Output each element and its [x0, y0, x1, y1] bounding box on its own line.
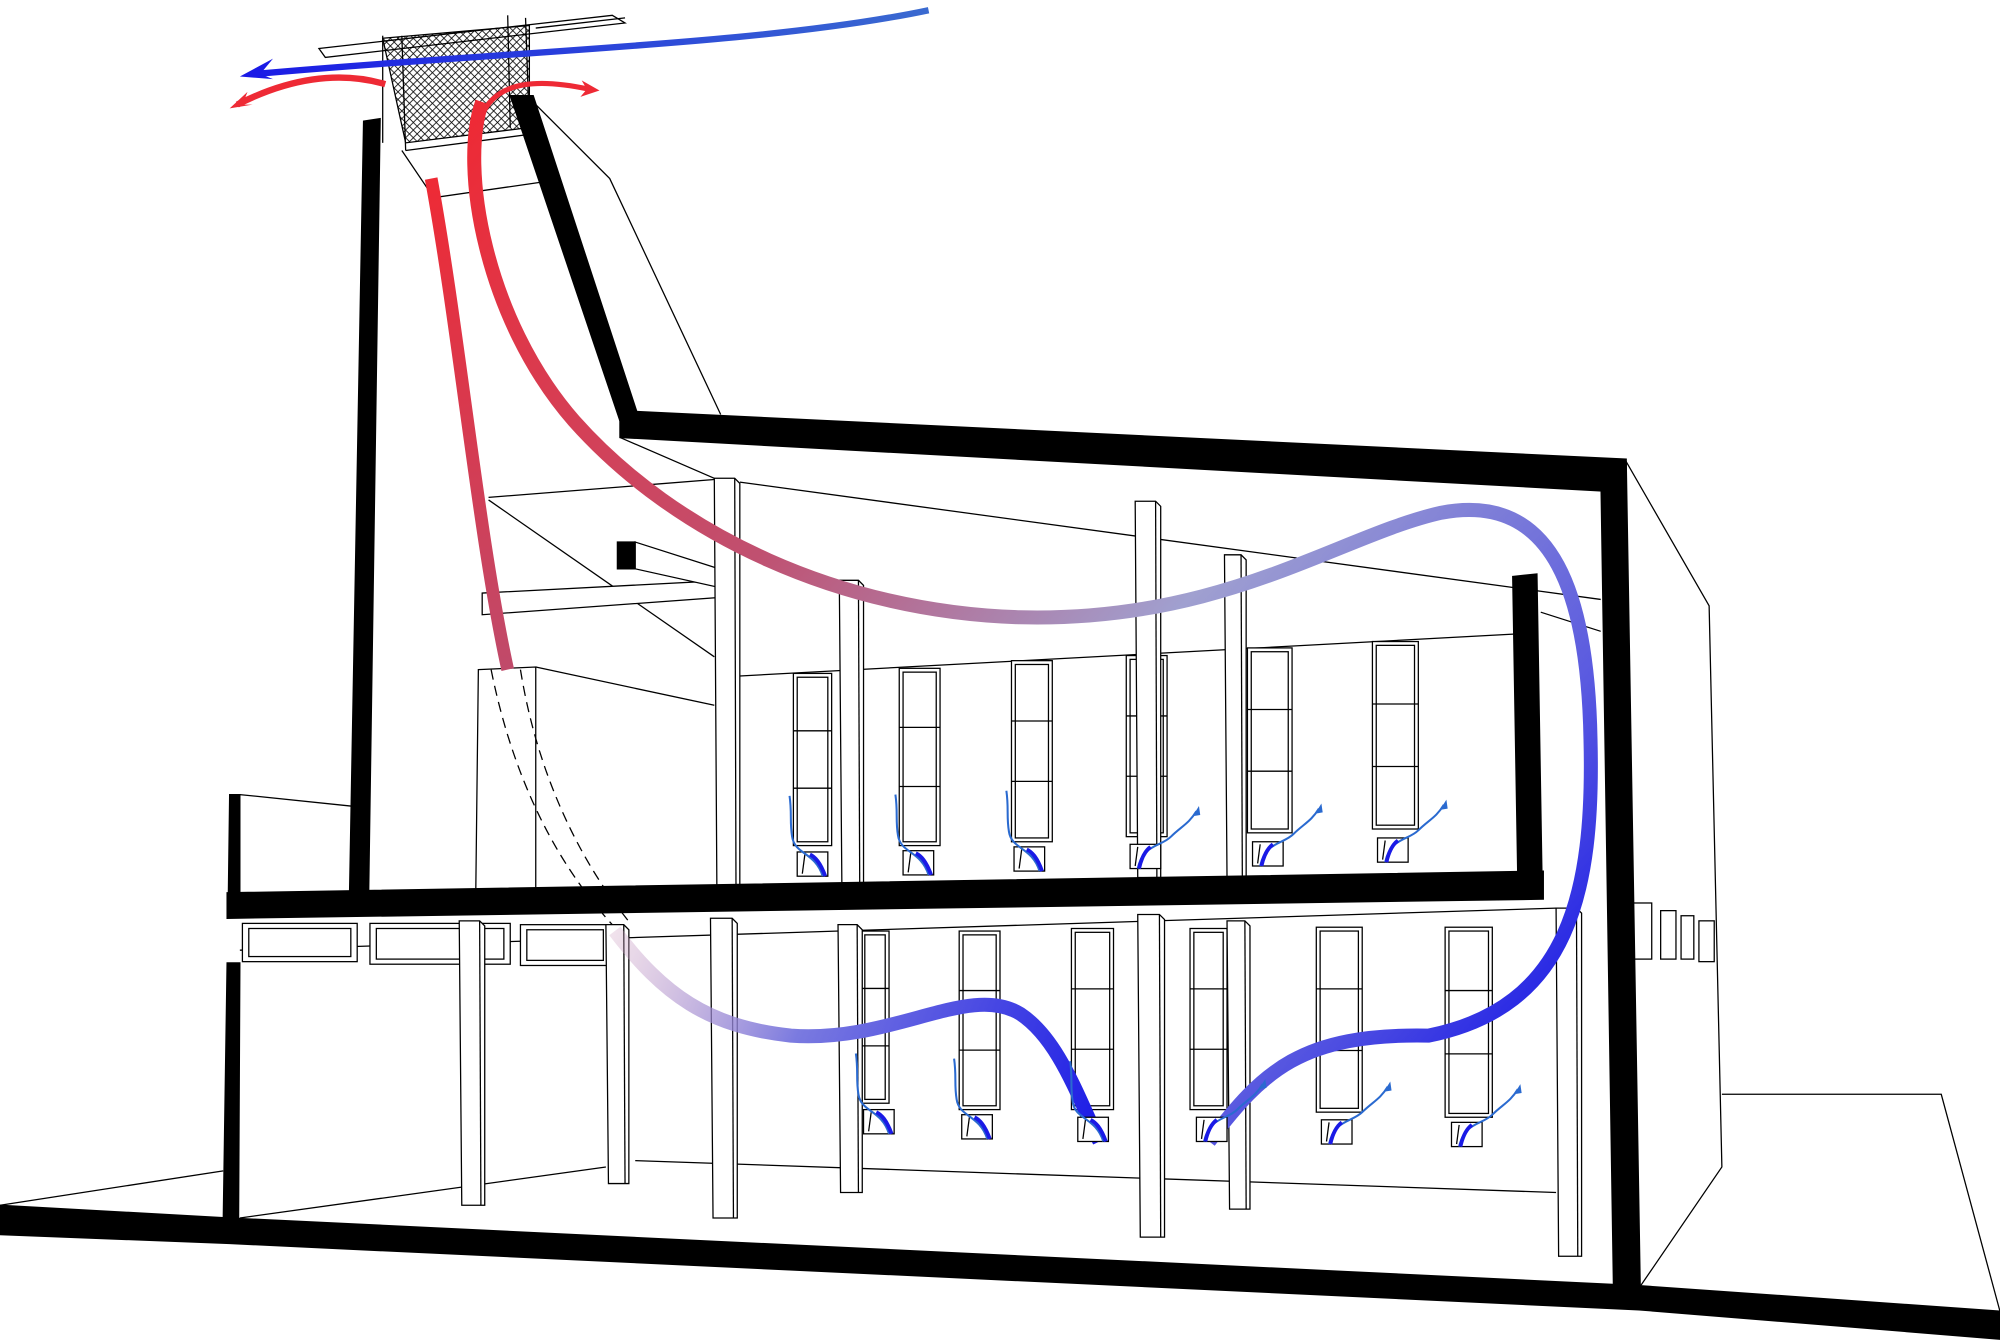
window: [1010, 660, 1053, 843]
duct: [475, 541, 728, 890]
window: [1070, 927, 1115, 1111]
column: [837, 924, 863, 1194]
vent-flow-arrow-icon: [1069, 1060, 1105, 1142]
vent: [1129, 806, 1201, 870]
column: [458, 920, 486, 1206]
window: [1371, 640, 1419, 830]
vent-flow-arrow-icon: [1005, 790, 1041, 872]
vent: [1195, 1078, 1267, 1143]
vent: [1320, 1081, 1392, 1145]
vent-flow-arrow-icon: [953, 1058, 989, 1140]
chimney-downflow: [424, 177, 514, 671]
intake-arrow-icon: [254, 7, 930, 78]
left-parapet: [227, 793, 241, 894]
window: [1315, 926, 1363, 1113]
lower-floor-flow: [609, 926, 1106, 1145]
right-wall: [1600, 460, 1641, 1289]
airflows: [229, 7, 1598, 1146]
window: [1189, 927, 1228, 1111]
mid-floor-slab: [226, 870, 1544, 919]
chimney-right-wall: [509, 95, 639, 422]
column: [1555, 907, 1583, 1257]
windows: [792, 640, 1493, 1118]
window: [860, 930, 890, 1104]
outline-lines: [0, 101, 2000, 1312]
window: [898, 667, 941, 847]
vent: [953, 1058, 993, 1140]
column: [605, 924, 630, 1185]
vent: [854, 1053, 895, 1135]
upper-right-inner-wall: [1512, 573, 1543, 881]
structure: [0, 95, 2000, 1340]
column: [1137, 913, 1166, 1238]
window: [958, 930, 1001, 1111]
main-circulation-flow: [467, 99, 1598, 1146]
vent: [1450, 1084, 1522, 1148]
roof-slab: [619, 410, 1627, 493]
chimney-left-wall: [348, 117, 381, 894]
vent-flow-arrow-icon: [788, 795, 824, 877]
exhaust-arrow-icon: [235, 74, 387, 108]
column: [1134, 500, 1162, 879]
vent: [788, 795, 829, 877]
vent: [1005, 790, 1046, 872]
window: [1246, 647, 1293, 834]
duct-path-dashed: [519, 669, 632, 926]
left-lower-wall: [222, 962, 241, 1219]
column: [1223, 554, 1247, 879]
vent: [1376, 799, 1448, 863]
vent: [1251, 803, 1323, 867]
columns: [458, 477, 1583, 1257]
duct-path-dashed: [490, 669, 613, 926]
vent-flow-arrow-icon: [894, 794, 930, 876]
vent: [1069, 1060, 1110, 1143]
ground-slab: [0, 1204, 2000, 1340]
vents: [788, 790, 1522, 1148]
vent-flow-arrow-icon: [854, 1053, 891, 1135]
column: [709, 917, 738, 1219]
window: [792, 672, 833, 847]
column: [838, 579, 865, 884]
column: [1226, 920, 1251, 1210]
intake-arrow-head: [239, 58, 274, 80]
vent: [894, 794, 935, 876]
